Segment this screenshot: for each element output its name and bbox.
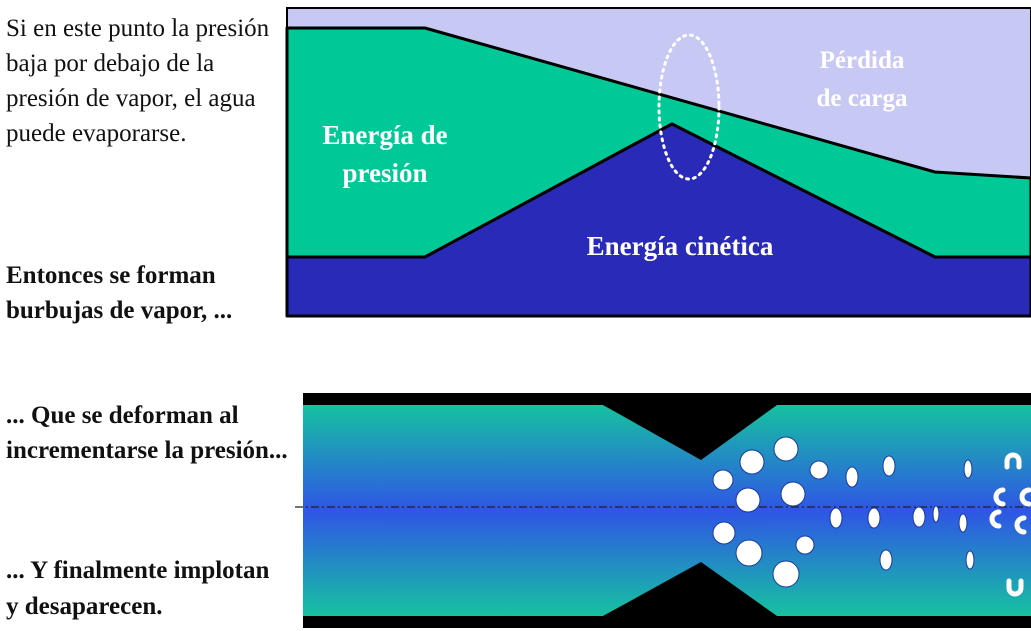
deformed-bubble bbox=[912, 506, 926, 528]
collapsing-bubble bbox=[1004, 452, 1022, 470]
head-loss-label: de carga bbox=[817, 85, 908, 112]
note-bubbles-form-line: burbujas de vapor, ... bbox=[6, 297, 233, 324]
vapor-bubble bbox=[773, 436, 799, 462]
note-bubbles-implode-line: y desaparecen. bbox=[6, 593, 163, 620]
note-evaporation-line: puede evaporarse. bbox=[6, 120, 187, 147]
vapor-bubble bbox=[712, 521, 736, 545]
cavitation-point-marker bbox=[657, 33, 721, 181]
deformed-bubble bbox=[965, 550, 975, 570]
vapor-bubble bbox=[772, 560, 800, 588]
collapsing-bubble bbox=[993, 487, 1006, 507]
deformed-bubble bbox=[879, 549, 893, 571]
vapor-bubbles bbox=[712, 436, 975, 588]
vapor-bubble bbox=[795, 535, 815, 555]
deformed-bubble bbox=[882, 455, 896, 477]
collapsing-bubble bbox=[1006, 578, 1024, 597]
vapor-bubble bbox=[712, 469, 734, 491]
vapor-bubble bbox=[739, 449, 765, 475]
note-bubbles-implode-line: ... Y finalmente implotan bbox=[6, 557, 270, 584]
deformed-bubble bbox=[963, 459, 973, 479]
note-bubbles-deform-line: incrementarse la presión... bbox=[6, 437, 288, 464]
collapsing-bubble bbox=[1014, 515, 1027, 535]
note-bubbles-implode: ... Y finalmente implotan y desaparecen. bbox=[6, 553, 269, 625]
pressure-energy-label: presión bbox=[342, 158, 427, 188]
deformed-bubble bbox=[829, 507, 843, 529]
deformed-bubble bbox=[932, 505, 940, 523]
deformed-bubble bbox=[845, 466, 859, 488]
throat-wall-bottom bbox=[603, 564, 777, 616]
vapor-bubble bbox=[780, 481, 806, 507]
deformed-bubble bbox=[958, 513, 968, 533]
note-evaporation-line: Si en este punto la presión bbox=[6, 15, 270, 42]
vapor-bubble bbox=[735, 539, 763, 567]
vapor-bubble bbox=[735, 487, 761, 513]
collapsing-bubbles bbox=[989, 452, 1031, 597]
note-evaporation-line: presión de vapor, el agua bbox=[6, 85, 256, 112]
collapsing-bubble bbox=[1019, 487, 1031, 507]
head-loss-label: Pérdida bbox=[820, 47, 905, 74]
kinetic-energy-label: Energía cinética bbox=[587, 231, 774, 261]
note-evaporation-line: baja por debajo de la bbox=[6, 50, 215, 77]
vapor-bubble bbox=[809, 460, 829, 480]
collapsing-bubble bbox=[989, 509, 1002, 529]
throat-wall-top bbox=[603, 405, 777, 457]
note-evaporation: Si en este punto la presión baja por deb… bbox=[6, 11, 269, 151]
note-bubbles-form: Entonces se forman burbujas de vapor, ..… bbox=[6, 258, 232, 328]
pressure-energy-label: Energía de bbox=[322, 120, 447, 150]
note-bubbles-deform-line: ... Que se deforman al bbox=[6, 402, 239, 429]
note-bubbles-form-line: Entonces se forman bbox=[6, 262, 216, 289]
flow-channel bbox=[303, 405, 1031, 616]
deformed-bubble bbox=[867, 507, 881, 529]
note-bubbles-deform: ... Que se deforman al incrementarse la … bbox=[6, 398, 288, 468]
